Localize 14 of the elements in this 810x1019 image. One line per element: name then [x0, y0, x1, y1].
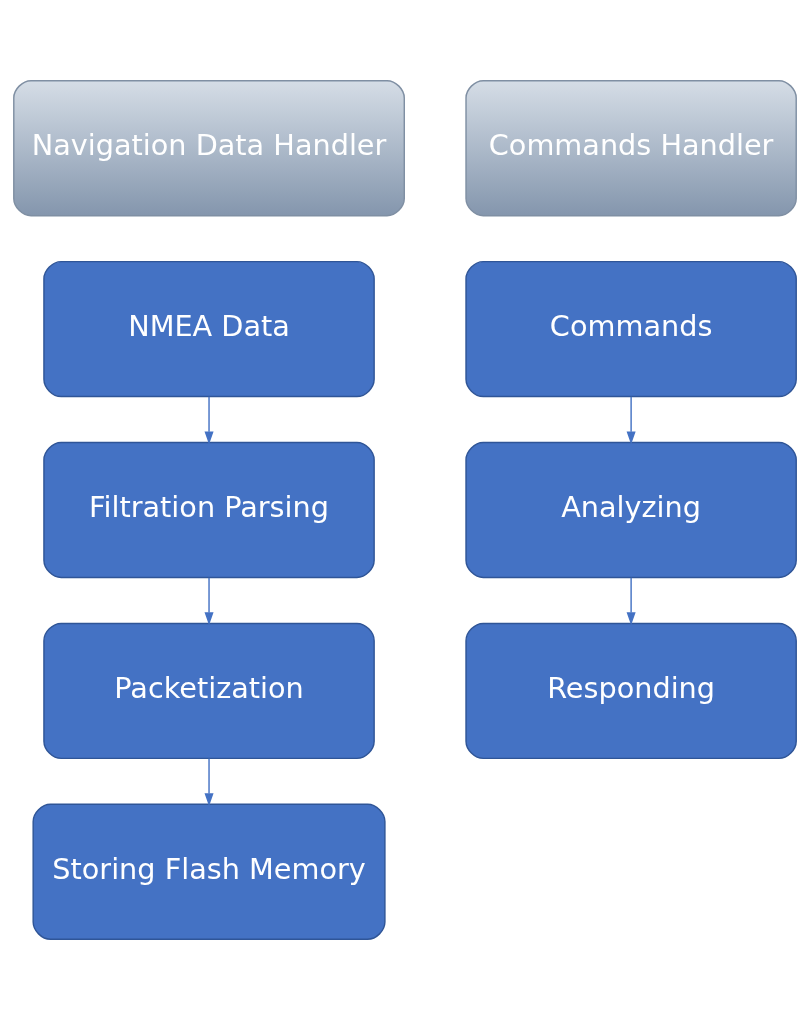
arrow [204, 576, 214, 625]
node-box: Filtration Parsing [43, 441, 375, 578]
node-box: Packetization [43, 622, 375, 759]
node-box: Commands [465, 260, 797, 397]
arrow [626, 576, 636, 625]
node-box: Storing Flash Memory [32, 803, 386, 940]
node-box: NMEA Data [43, 260, 375, 397]
arrow [626, 395, 636, 444]
node-box: Responding [465, 622, 797, 759]
node-box: Analyzing [465, 441, 797, 578]
node-box: Commands Handler [465, 79, 797, 216]
arrow [204, 757, 214, 806]
node-box: Navigation Data Handler [13, 79, 405, 216]
arrow [204, 395, 214, 444]
